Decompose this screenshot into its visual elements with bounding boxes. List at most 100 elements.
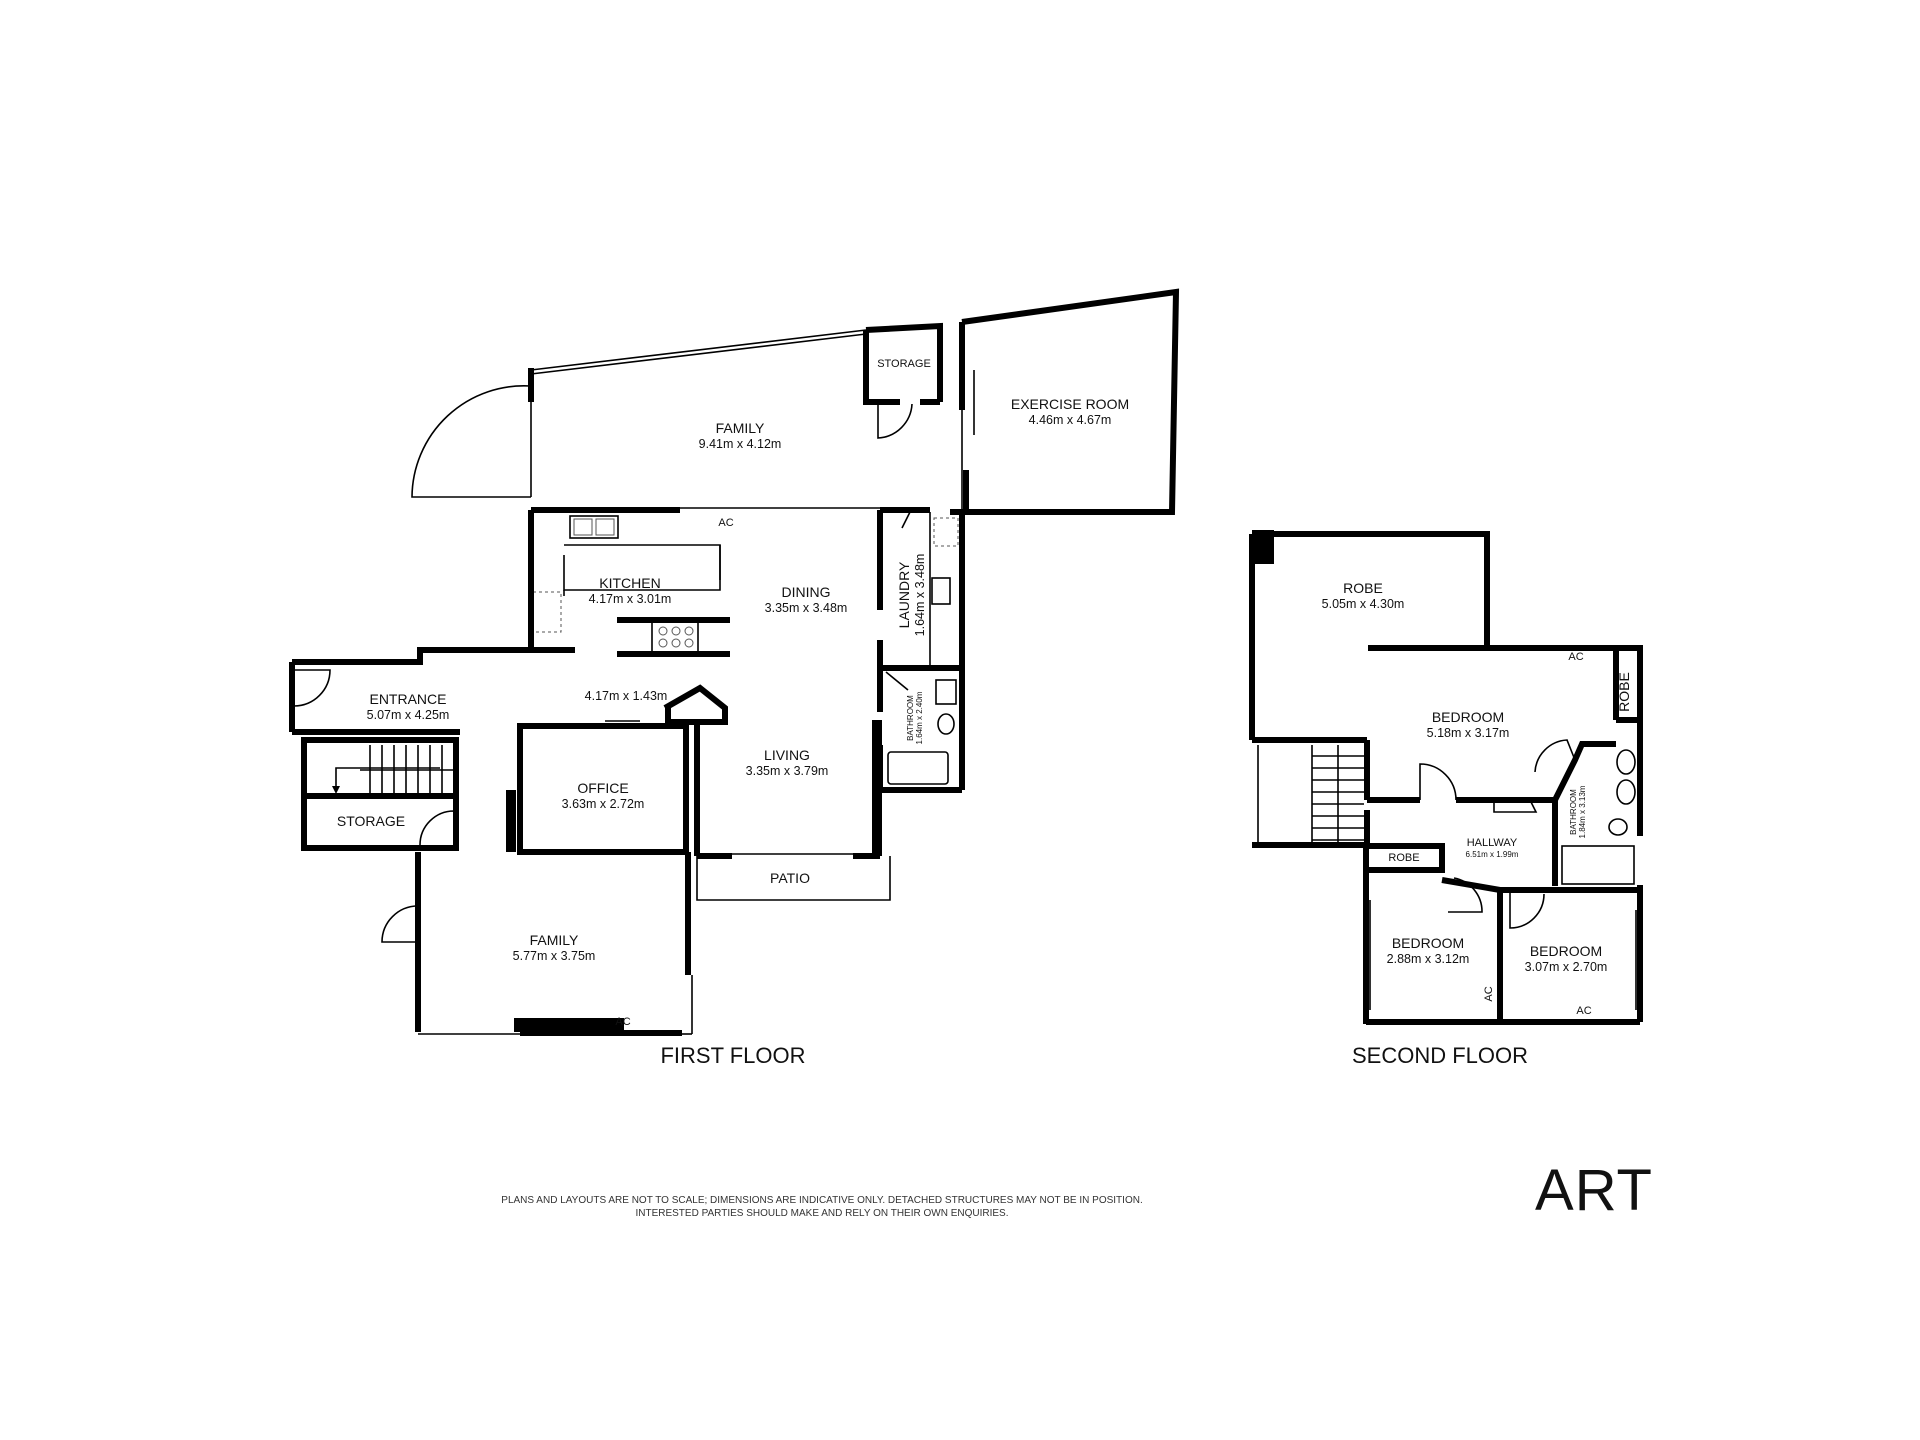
disclaimer-line-1: PLANS AND LAYOUTS ARE NOT TO SCALE; DIME…: [501, 1195, 1142, 1206]
exercise-room-walls: [961, 288, 1180, 515]
office-dims: 3.63m x 2.72m: [562, 797, 645, 811]
ac-label: AC: [718, 517, 733, 529]
robe-side-label-group: ROBE: [1616, 672, 1632, 712]
second-floor-title: SECOND FLOOR: [1352, 1043, 1528, 1068]
cooktop-burner: [684, 626, 694, 636]
dining-dims: 3.35m x 3.48m: [765, 601, 848, 615]
storage-left-wall: [863, 330, 900, 405]
family-window-line-inner: [530, 333, 867, 375]
storage-left-label: STORAGE: [337, 813, 405, 829]
laundry-tub: [931, 577, 951, 605]
office-label: OFFICE: [577, 780, 628, 796]
bathroom-dims: 1.64m x 2.40m: [915, 691, 924, 744]
laundry-label: LAUNDRY: [896, 561, 912, 628]
exercise-room-dims: 4.46m x 4.67m: [1029, 413, 1112, 427]
laundry-door: [892, 511, 912, 529]
family-bottom-dims: 5.77m x 3.75m: [513, 949, 596, 963]
bathroom-second-label: BATHROOM: [1569, 789, 1578, 835]
family-external-door-swing: [411, 384, 532, 498]
storage-door-swing: [877, 402, 913, 439]
family-bottom-door: [381, 905, 419, 943]
robe-side-walls: [1580, 645, 1643, 740]
stairs-second-floor: [1257, 745, 1364, 844]
bedroom-main-label: BEDROOM: [1432, 709, 1504, 725]
cooktop-burner: [684, 638, 694, 648]
robe-corner-pier: [1252, 530, 1274, 564]
living-label: LIVING: [764, 747, 810, 763]
entrance-label: ENTRANCE: [369, 691, 446, 707]
robe-side-label: ROBE: [1616, 672, 1632, 712]
cooktop: [651, 621, 699, 653]
bedroom-bathroom-door-swing: [1534, 739, 1576, 773]
patio-outline: [696, 856, 891, 901]
vanity: [935, 679, 957, 705]
ac-label: AC: [1568, 651, 1583, 663]
laundry-dims: 1.64m x 3.48m: [913, 554, 927, 637]
cooktop-burner: [671, 638, 681, 648]
family-top-dims: 9.41m x 4.12m: [699, 437, 782, 451]
robe-small-label: ROBE: [1388, 852, 1419, 864]
office-walls: [517, 723, 689, 855]
shower: [1561, 845, 1635, 885]
basin: [1616, 779, 1636, 805]
robe-small-walls: [1363, 843, 1445, 873]
bedroom-door-swing: [1419, 763, 1457, 801]
bathroom-label-group: BATHROOM 1.64m x 2.40m: [906, 691, 924, 744]
entrance-dims: 5.07m x 4.25m: [367, 708, 450, 722]
first-floor-title: FIRST FLOOR: [660, 1043, 805, 1068]
kitchen-sink: [569, 515, 619, 539]
bedroom-2-dims: 2.88m x 3.12m: [1387, 952, 1470, 966]
kitchen-label: KITCHEN: [599, 575, 660, 591]
washer-space: [933, 517, 959, 547]
entrance-door-swing: [293, 669, 331, 707]
bathroom-second-dims: 1.84m x 3.13m: [1578, 785, 1587, 838]
toilet: [937, 713, 955, 735]
kitchen-sink-bowl-1: [573, 518, 593, 536]
bathroom-door: [885, 671, 909, 691]
hallway-bottom-wall-left: [1441, 877, 1501, 893]
storage-top-wall: [865, 322, 943, 402]
kitchen-bench-top: [563, 544, 721, 591]
robe-main-label: ROBE: [1343, 580, 1383, 596]
hallway-label: HALLWAY: [1467, 837, 1518, 849]
stairs: [332, 745, 454, 794]
cooktop-burner: [658, 626, 668, 636]
toilet: [1608, 818, 1628, 836]
family-bottom-label: FAMILY: [530, 932, 579, 948]
robe-main-dims: 5.05m x 4.30m: [1322, 597, 1405, 611]
family-window-line: [530, 329, 867, 371]
ac-label: AC: [1576, 1005, 1591, 1017]
hall-dims: 4.17m x 1.43m: [585, 689, 668, 703]
storage-top-label: STORAGE: [877, 358, 931, 370]
exercise-room-label: EXERCISE ROOM: [1011, 396, 1129, 412]
laundry-label-group: LAUNDRY 1.64m x 3.48m: [896, 554, 927, 637]
ac-label: AC: [615, 1016, 630, 1028]
first-floor-plan: FAMILY 9.41m x 4.12m STORAGE EXERCISE RO…: [289, 288, 1180, 1068]
second-floor-plan: ROBE 5.05m x 4.30m BEDROOM 5.18m x 3.17m…: [1249, 530, 1643, 1068]
brand-logo: ART: [1535, 1158, 1653, 1223]
ac-vertical-group: AC: [1483, 986, 1495, 1001]
bedroom-3-label: BEDROOM: [1530, 943, 1602, 959]
bedroom-main-dims: 5.18m x 3.17m: [1427, 726, 1510, 740]
bathroom-label: BATHROOM: [906, 695, 915, 741]
bathtub: [887, 751, 949, 785]
bedroom-3-dims: 3.07m x 2.70m: [1525, 960, 1608, 974]
living-dims: 3.35m x 3.79m: [746, 764, 829, 778]
office-wall-pier: [506, 790, 516, 852]
kitchen-sink-bowl-2: [595, 518, 615, 536]
hall-stair-landing: [663, 684, 728, 725]
hallway-dims: 6.51m x 1.99m: [1466, 850, 1519, 859]
ac-label: AC: [1483, 986, 1495, 1001]
patio-label: PATIO: [770, 870, 810, 886]
storage-door-swing: [419, 810, 455, 846]
bedroom-2-label: BEDROOM: [1392, 935, 1464, 951]
bathroom-second-label-group: BATHROOM 1.84m x 3.13m: [1569, 785, 1587, 838]
cooktop-burner: [658, 638, 668, 648]
kitchen-dims: 4.17m x 3.01m: [589, 592, 672, 606]
dining-label: DINING: [782, 584, 831, 600]
fireplace: [514, 1018, 624, 1032]
cooktop-burner: [671, 626, 681, 636]
living-right-pier: [872, 720, 882, 856]
family-top-label: FAMILY: [716, 420, 765, 436]
